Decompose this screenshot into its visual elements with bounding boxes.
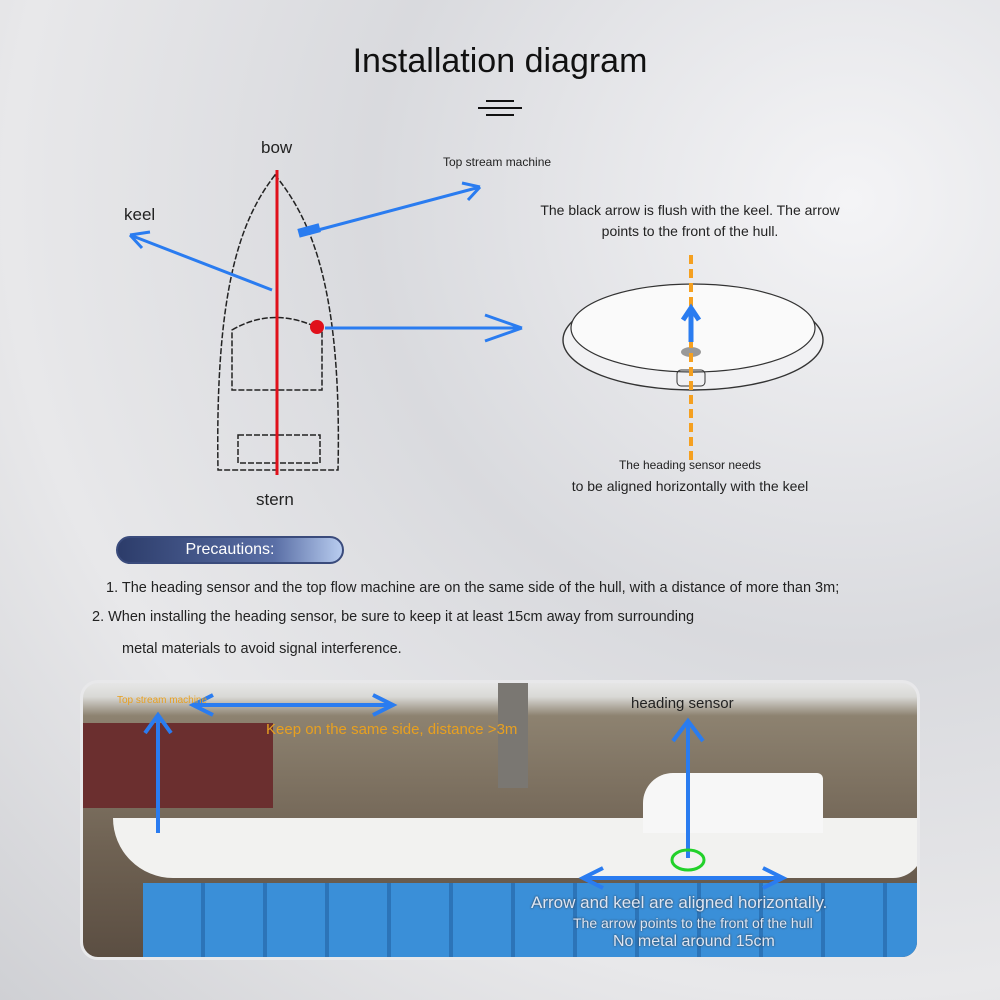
keel-arrow	[128, 230, 273, 292]
sensor-arrow	[325, 313, 523, 343]
top-stream-label: Top stream machine	[443, 155, 552, 169]
photo-no-metal-label: No metal around 15cm	[613, 933, 775, 950]
photo-top-stream-arrow	[143, 711, 173, 833]
precaution-item-2: 2. When installing the heading sensor, b…	[92, 609, 695, 625]
sensor-note-bottom-2: to be aligned horizontally with the keel	[571, 478, 809, 494]
photo-ship	[83, 723, 273, 808]
sensor-up-arrow	[680, 303, 702, 342]
heading-sensor-device	[562, 255, 824, 460]
photo-top-stream-label: Top stream machine	[117, 695, 208, 706]
divider-icon	[478, 100, 522, 116]
stern-label: stern	[256, 490, 294, 509]
photo-boat-cabin	[643, 773, 823, 833]
photo-dock	[143, 883, 917, 957]
page-title: Installation diagram	[352, 42, 648, 80]
cabin-outline	[231, 316, 323, 391]
sensor-note-bottom-1: The heading sensor needs	[618, 458, 762, 472]
photo-sensor-arrow	[671, 717, 705, 858]
boat-diagram	[128, 170, 824, 475]
keel-label: keel	[124, 205, 156, 224]
photo-points-label: The arrow points to the front of the hul…	[573, 915, 813, 931]
stern-box	[237, 434, 321, 464]
precaution-item-2-cont: metal materials to avoid signal interfer…	[122, 641, 402, 657]
photo-heading-sensor-label: heading sensor	[631, 695, 734, 712]
sensor-note-top: The black arrow is flush with the keel. …	[540, 202, 840, 239]
photo-same-side-label: Keep on the same side, distance >3m	[266, 721, 518, 738]
precaution-item-1: 1. The heading sensor and the top flow m…	[106, 580, 840, 596]
sensor-highlight-circle	[670, 848, 706, 872]
precautions-badge: Precautions:	[116, 536, 344, 564]
sensor-position-dot	[310, 320, 324, 334]
top-stream-arrow	[317, 181, 482, 232]
bow-label: bow	[261, 138, 293, 157]
boat-photo: Top stream machine heading sensor Keep o…	[80, 680, 920, 960]
photo-pillar	[498, 683, 528, 788]
top-stream-marker	[297, 223, 321, 238]
photo-aligned-label: Arrow and keel are aligned horizontally.	[531, 893, 828, 912]
photo-keel-arrow	[578, 866, 788, 890]
photo-distance-arrow	[188, 693, 398, 717]
